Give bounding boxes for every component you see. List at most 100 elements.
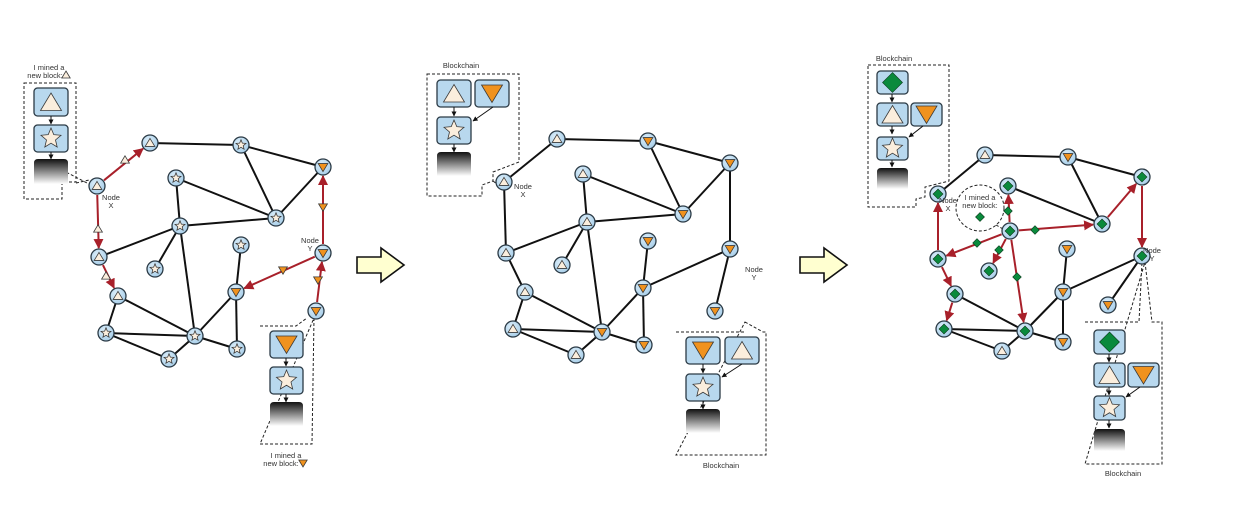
block-star: [685, 373, 721, 402]
network-node: [171, 217, 189, 235]
triangle-up-icon: [100, 271, 112, 280]
network-node: [497, 244, 515, 262]
triangle-down-icon: [1057, 288, 1069, 298]
network-link: [984, 154, 1069, 158]
triangle-down-icon: [230, 288, 242, 298]
triangle-down-icon: [310, 307, 322, 317]
triangle-down-icon: [1057, 338, 1069, 348]
block-triangle-up: [1093, 362, 1126, 388]
network-link: [642, 287, 645, 346]
star-shape: [443, 118, 465, 140]
network-node: [935, 320, 953, 338]
node-x: [88, 177, 106, 195]
network-link: [505, 221, 588, 254]
triangle-up-icon: [1098, 365, 1121, 384]
speech-bubble: [955, 184, 1005, 232]
triangle-down-shape: [480, 84, 504, 104]
network-node: [1058, 240, 1076, 258]
network-node: [635, 336, 653, 354]
network-link: [556, 138, 649, 142]
star-icon: [692, 375, 714, 397]
triangle-down-icon: [317, 249, 329, 259]
triangle-down-icon: [724, 245, 736, 255]
network-node: [639, 132, 657, 150]
network-link: [105, 332, 170, 360]
propagation-arrow: [945, 233, 1002, 258]
network-node: [1054, 333, 1072, 351]
network-link: [601, 287, 644, 333]
node-y: [314, 244, 332, 262]
diamond-shape: [1096, 218, 1108, 230]
star-shape: [231, 342, 243, 355]
star-icon: [231, 342, 243, 355]
chain-title-bottom: Blockchain: [1105, 469, 1141, 478]
node-y: [1133, 247, 1151, 265]
triangle-up-icon: [61, 70, 71, 79]
triangle-up-shape: [39, 92, 63, 111]
node-x-label: X: [108, 201, 113, 210]
node-x-label: Node: [514, 182, 532, 191]
triangle-down-shape: [1057, 338, 1069, 348]
network-link: [1007, 185, 1103, 225]
triangle-down-icon: [1132, 366, 1155, 385]
propagation-arrow: [93, 194, 104, 250]
triangle-up-icon: [119, 155, 131, 164]
triangle-down-icon: [275, 335, 298, 355]
node-y-label: Y: [1149, 254, 1154, 263]
network-node: [267, 209, 285, 227]
chain-container-top: [867, 64, 950, 208]
node-y-label: Y: [307, 244, 312, 253]
diamond-shape: [994, 245, 1004, 255]
callout-text-top: new block:: [27, 71, 62, 80]
diamond-icon: [1012, 272, 1022, 282]
network-node: [593, 323, 611, 341]
star-icon: [881, 136, 904, 158]
diamond-shape: [949, 288, 961, 300]
older-blocks-fade: [1094, 429, 1125, 451]
diamond-icon: [938, 323, 950, 335]
network-link: [240, 144, 324, 168]
star-icon: [235, 238, 247, 251]
network-node: [674, 205, 692, 223]
network-node: [980, 262, 998, 280]
network-link: [117, 295, 196, 337]
network-node: [706, 302, 724, 320]
network-link: [235, 291, 238, 350]
block-triangle-up: [436, 79, 472, 108]
star-shape: [275, 368, 298, 390]
triangle-down-shape: [724, 245, 736, 255]
triangle-down-shape: [230, 288, 242, 298]
diamond-shape: [1003, 206, 1013, 216]
triangle-down-shape: [638, 341, 650, 351]
network-link: [149, 142, 242, 146]
star-icon: [443, 118, 465, 140]
network-node: [1059, 148, 1077, 166]
triangle-up-shape: [112, 290, 124, 300]
triangle-up-icon: [93, 251, 105, 261]
network-node: [516, 283, 534, 301]
network-node: [1016, 322, 1034, 340]
diamond-icon: [932, 188, 944, 200]
network-link: [647, 140, 731, 164]
triangle-up-icon: [500, 247, 512, 257]
triangle-up-icon: [730, 340, 754, 360]
diamond-icon: [1136, 250, 1148, 262]
star-shape: [881, 136, 904, 158]
triangle-up-shape: [730, 340, 754, 360]
propagation-arrow: [243, 255, 316, 290]
triangle-up-shape: [61, 70, 71, 79]
older-blocks-fade: [686, 409, 720, 433]
network-node: [1133, 168, 1151, 186]
star-icon: [235, 138, 247, 151]
triangle-down-shape: [724, 159, 736, 169]
block-triangle-down: [685, 336, 721, 365]
network-node: [97, 324, 115, 342]
triangle-up-shape: [498, 176, 510, 186]
diamond-shape: [882, 72, 903, 93]
star-icon: [170, 171, 182, 184]
star-shape: [270, 211, 282, 224]
diamond-icon: [1096, 218, 1108, 230]
star-icon: [1098, 396, 1121, 418]
network-link: [179, 217, 277, 227]
node-y-label: Node: [301, 236, 319, 245]
